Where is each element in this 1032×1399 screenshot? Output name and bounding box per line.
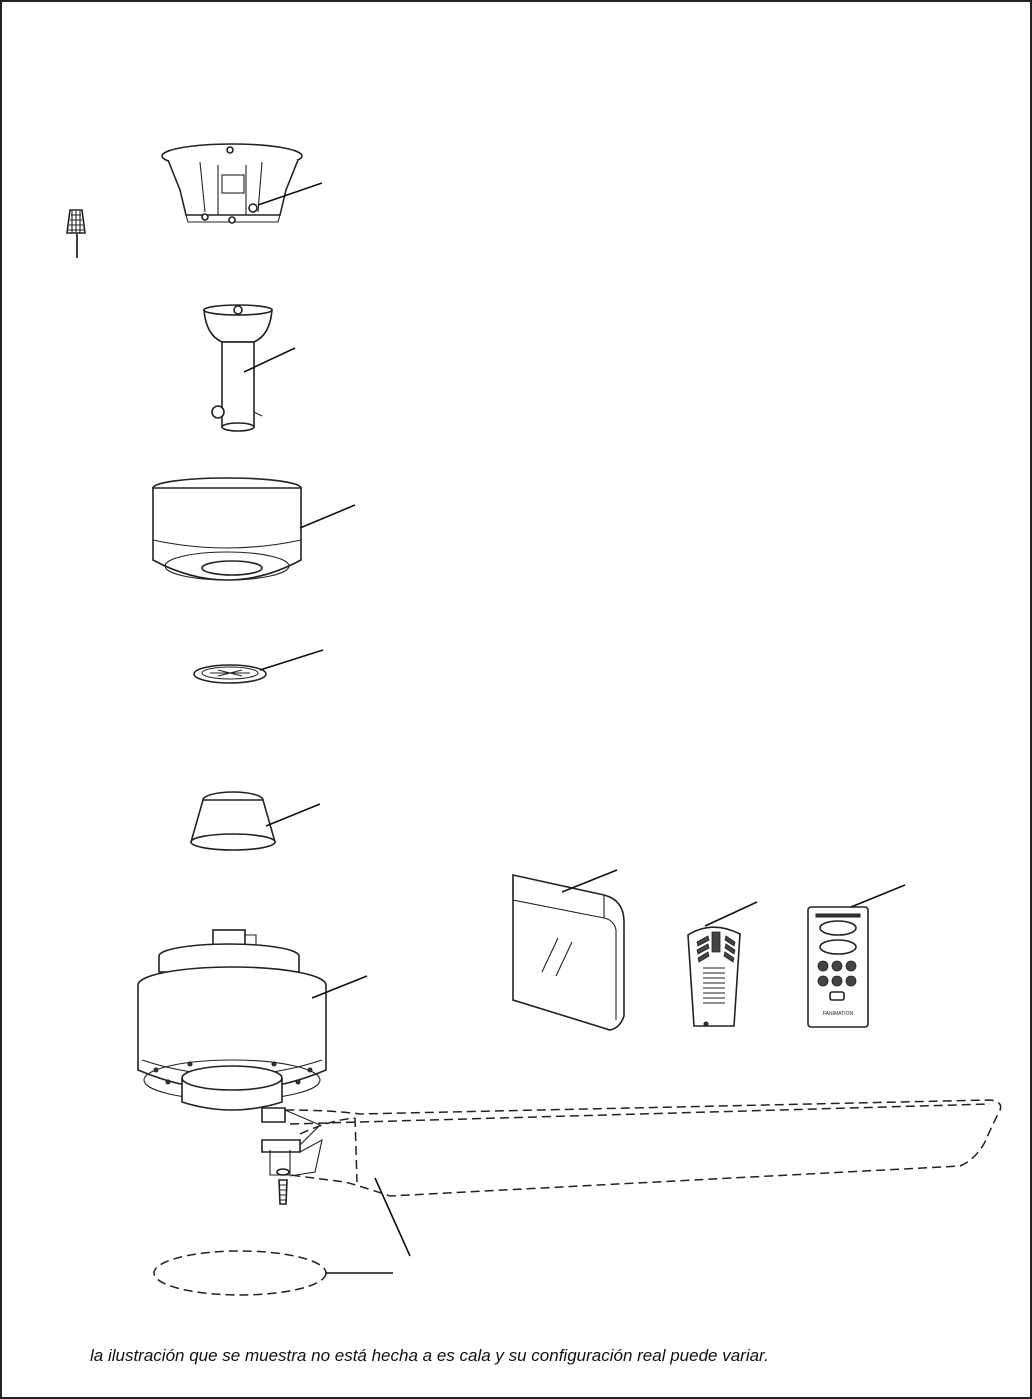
downrod-icon [203, 304, 296, 432]
light-kit-cover-icon [153, 1250, 393, 1296]
canopy-ring-icon [193, 649, 324, 684]
wall-control-icon [687, 901, 758, 1027]
remote-brand-mark: FANIMATION [823, 1011, 854, 1017]
coupling-cover-icon [190, 791, 321, 851]
motor-housing-icon [137, 929, 368, 1111]
scale-disclaimer-caption: la ilustración que se muestra no está he… [90, 1346, 769, 1365]
blade-icon [261, 1099, 1002, 1257]
mounting-bracket-icon [161, 143, 323, 224]
wire-nut-icon [66, 209, 86, 258]
handheld-remote-icon [807, 884, 906, 1028]
canopy-icon [152, 477, 356, 581]
hardware-bag-icon [512, 869, 625, 1031]
